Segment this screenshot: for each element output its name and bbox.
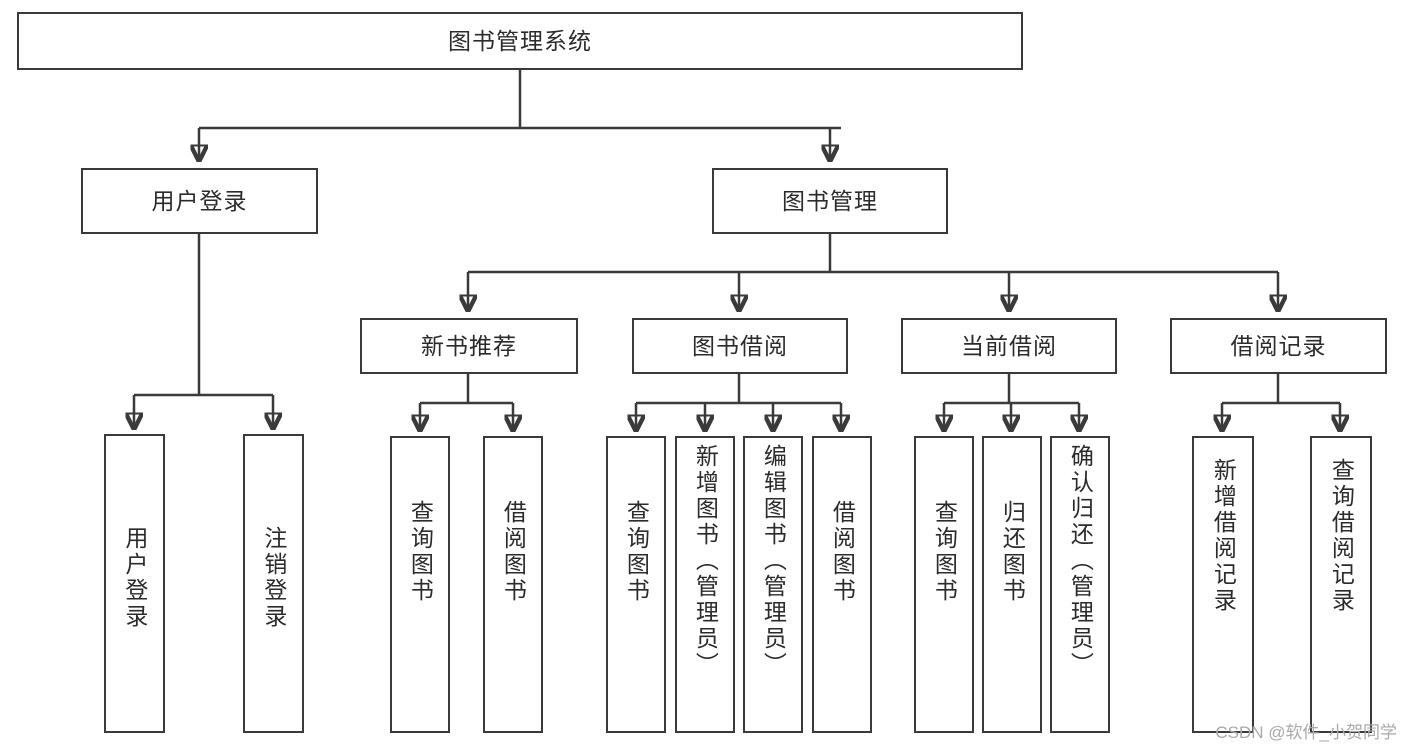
node-label: 借阅图书 <box>829 500 856 604</box>
node-new-book-recommend[interactable]: 新书推荐 <box>360 318 578 374</box>
node-label: 归还图书 <box>999 500 1026 604</box>
node-label: 借阅图书 <box>500 500 527 604</box>
node-label: 查询图书 <box>407 500 434 604</box>
node-leaf-confirm-return[interactable]: 确认归还（管理员） <box>1050 436 1110 733</box>
node-leaf-query-book-borrow[interactable]: 查询图书 <box>606 436 666 733</box>
node-label: 用户登录 <box>121 526 148 630</box>
node-label: 注销登录 <box>260 526 287 630</box>
node-label: 新增图书（管理员） <box>692 444 719 678</box>
node-leaf-add-book[interactable]: 新增图书（管理员） <box>675 436 735 733</box>
node-label: 当前借阅 <box>961 332 1057 359</box>
node-leaf-edit-book[interactable]: 编辑图书（管理员） <box>743 436 803 733</box>
node-label: 新增借阅记录 <box>1210 458 1237 614</box>
node-label: 图书管理系统 <box>448 27 592 54</box>
node-label: 借阅记录 <box>1230 332 1327 359</box>
node-root-system[interactable]: 图书管理系统 <box>17 12 1023 70</box>
node-leaf-borrow-book[interactable]: 借阅图书 <box>812 436 872 733</box>
node-leaf-user-login[interactable]: 用户登录 <box>104 434 165 733</box>
node-borrow-record[interactable]: 借阅记录 <box>1170 318 1387 374</box>
node-leaf-query-borrow-record[interactable]: 查询借阅记录 <box>1310 436 1372 733</box>
node-leaf-query-book-current[interactable]: 查询图书 <box>914 436 974 733</box>
node-book-management[interactable]: 图书管理 <box>712 168 948 234</box>
node-label: 确认归还（管理员） <box>1067 444 1094 678</box>
csdn-watermark: CSDN @软件_小贺同学 <box>1215 723 1397 742</box>
node-leaf-logout-login[interactable]: 注销登录 <box>243 434 304 733</box>
node-label: 查询图书 <box>623 500 650 604</box>
node-leaf-return-book[interactable]: 归还图书 <box>982 436 1042 733</box>
node-user-login[interactable]: 用户登录 <box>81 168 318 234</box>
node-label: 用户登录 <box>151 187 248 214</box>
node-leaf-query-book-recommend[interactable]: 查询图书 <box>390 436 450 733</box>
node-label: 查询图书 <box>931 500 958 604</box>
node-leaf-add-borrow-record[interactable]: 新增借阅记录 <box>1192 436 1254 733</box>
node-label: 编辑图书（管理员） <box>760 444 787 678</box>
node-book-borrow[interactable]: 图书借阅 <box>632 318 848 374</box>
node-current-borrow[interactable]: 当前借阅 <box>901 318 1117 374</box>
node-label: 查询借阅记录 <box>1328 458 1355 614</box>
node-label: 图书管理 <box>782 187 878 214</box>
node-leaf-borrow-book-recommend[interactable]: 借阅图书 <box>483 436 543 733</box>
node-label: 图书借阅 <box>692 332 788 359</box>
node-label: 新书推荐 <box>421 332 517 359</box>
